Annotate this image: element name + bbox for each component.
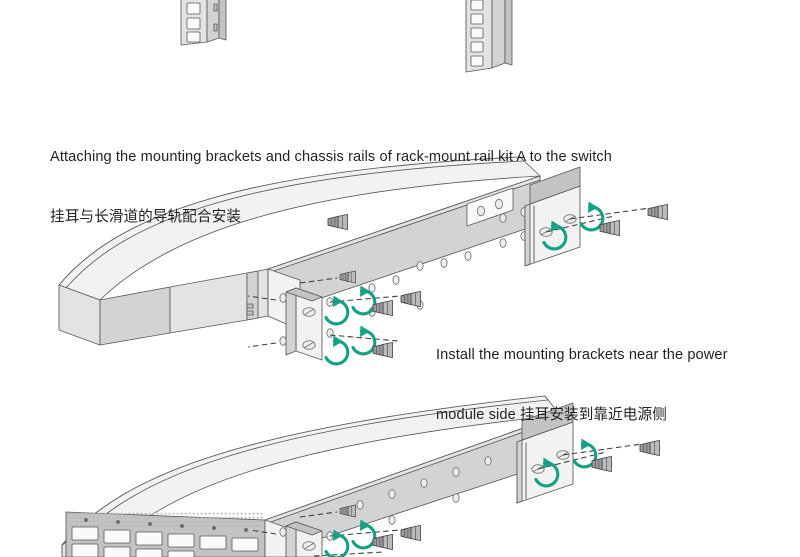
caption-middle-chinese: 挂耳安装到靠近电源侧 xyxy=(519,407,667,423)
lower-switch-chassis xyxy=(61,395,561,557)
caption-middle: Install the mounting brackets near the p… xyxy=(436,305,728,465)
caption-top-english: Attaching the mounting brackets and chas… xyxy=(50,149,612,165)
lower-rail-fasteners xyxy=(534,436,660,488)
lower-bracket-fasteners xyxy=(249,504,421,557)
caption-middle-english-line1: Install the mounting brackets near the p… xyxy=(436,347,728,363)
upper-switch-chassis xyxy=(58,156,541,346)
upper-rail-fasteners xyxy=(542,199,668,251)
rack-post-left xyxy=(180,0,227,46)
caption-top: Attaching the mounting brackets and chas… xyxy=(50,107,612,267)
lower-mounting-bracket[interactable] xyxy=(285,521,334,557)
rack-post-right xyxy=(465,0,513,73)
front-panel-ports xyxy=(71,518,259,557)
upper-mounting-bracket[interactable] xyxy=(285,287,334,361)
caption-middle-line2: module side 挂耳安装到靠近电源侧 xyxy=(436,405,728,425)
chassis-label-plate xyxy=(466,187,514,227)
upper-extra-screw xyxy=(299,270,356,284)
caption-middle-english-line2: module side xyxy=(436,407,516,423)
upper-bracket-fasteners xyxy=(247,213,421,366)
caption-top-chinese: 挂耳与长滑道的导轨配合安装 xyxy=(50,209,242,225)
